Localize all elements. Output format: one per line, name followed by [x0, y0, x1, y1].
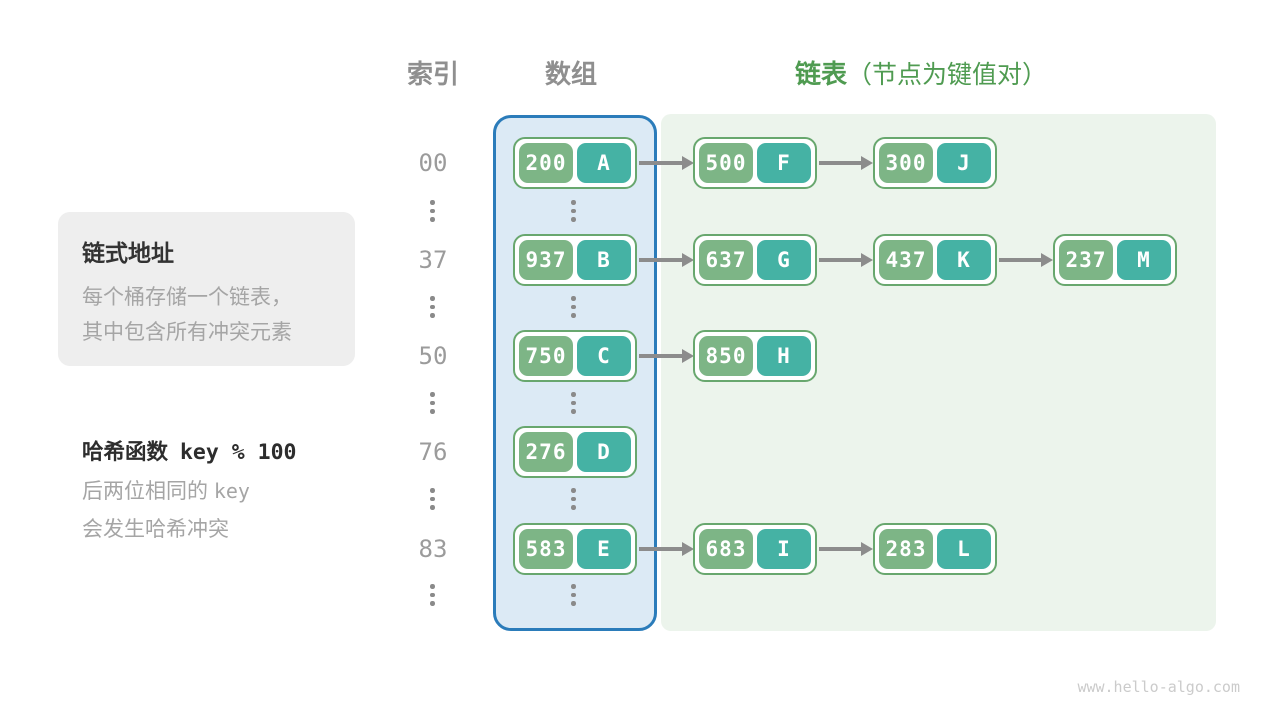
- ellipsis-icon: [571, 488, 576, 510]
- chain-node-300J: 300 J: [873, 137, 997, 189]
- node-key: 850: [699, 336, 753, 376]
- chain-node-637G: 637 G: [693, 234, 817, 286]
- index-label-50: 50: [418, 342, 448, 370]
- node-value: K: [937, 240, 991, 280]
- node-key: 437: [879, 240, 933, 280]
- bucket-node-750C: 750 C: [513, 330, 637, 382]
- arrow-icon: [819, 542, 873, 556]
- node-key: 937: [519, 240, 573, 280]
- hash-note-line-1: 后两位相同的 key: [82, 479, 250, 503]
- chain-node-850H: 850 H: [693, 330, 817, 382]
- ellipsis-icon: [430, 392, 435, 414]
- node-value: I: [757, 529, 811, 569]
- node-key: 583: [519, 529, 573, 569]
- ellipsis-icon: [571, 584, 576, 606]
- bucket-node-276D: 276 D: [513, 426, 637, 478]
- node-key: 300: [879, 143, 933, 183]
- ellipsis-icon: [430, 296, 435, 318]
- node-key: 750: [519, 336, 573, 376]
- bucket-node-937B: 937 B: [513, 234, 637, 286]
- bucket-node-200A: 200 A: [513, 137, 637, 189]
- ellipsis-icon: [430, 200, 435, 222]
- ellipsis-icon: [430, 584, 435, 606]
- arrow-icon: [639, 349, 694, 363]
- list-column-header: 链表（节点为键值对）: [795, 54, 1047, 91]
- index-label-76: 76: [418, 438, 448, 466]
- index-column-header: 索引: [406, 59, 459, 89]
- node-value: M: [1117, 240, 1171, 280]
- chain-node-500F: 500 F: [693, 137, 817, 189]
- node-value: L: [937, 529, 991, 569]
- node-key: 500: [699, 143, 753, 183]
- node-value: G: [757, 240, 811, 280]
- callout-line-2: 其中包含所有冲突元素: [82, 321, 292, 344]
- chain-node-683I: 683 I: [693, 523, 817, 575]
- index-label-37: 37: [418, 246, 448, 274]
- arrow-icon: [819, 156, 873, 170]
- node-value: C: [577, 336, 631, 376]
- hash-function-title: 哈希函数 key % 100: [82, 440, 297, 465]
- node-key: 237: [1059, 240, 1113, 280]
- ellipsis-icon: [571, 296, 576, 318]
- hash-note-line-2: 会发生哈希冲突: [82, 518, 229, 541]
- node-key: 283: [879, 529, 933, 569]
- node-key: 276: [519, 432, 573, 472]
- callout-title: 链式地址: [82, 240, 174, 266]
- node-value: E: [577, 529, 631, 569]
- arrow-icon: [639, 156, 694, 170]
- array-column-header: 数组: [544, 59, 597, 89]
- node-key: 200: [519, 143, 573, 183]
- index-label-83: 83: [418, 535, 448, 563]
- arrow-icon: [999, 253, 1053, 267]
- node-value: H: [757, 336, 811, 376]
- list-header-label: 链表: [795, 59, 848, 89]
- node-key: 683: [699, 529, 753, 569]
- arrow-icon: [639, 253, 694, 267]
- callout-line-1: 每个桶存储一个链表，: [82, 286, 292, 309]
- bucket-node-583E: 583 E: [513, 523, 637, 575]
- callout-body: 每个桶存储一个链表， 其中包含所有冲突元素: [82, 280, 331, 350]
- node-value: J: [937, 143, 991, 183]
- ellipsis-icon: [430, 488, 435, 510]
- list-header-note: （节点为键值对）: [847, 61, 1048, 89]
- chain-node-283L: 283 L: [873, 523, 997, 575]
- chaining-callout: 链式地址 每个桶存储一个链表， 其中包含所有冲突元素: [58, 212, 355, 366]
- node-value: A: [577, 143, 631, 183]
- hash-function-note: 哈希函数 key % 100 后两位相同的 key 会发生哈希冲突: [82, 433, 296, 549]
- index-label-00: 00: [418, 149, 448, 177]
- arrow-icon: [819, 253, 873, 267]
- node-value: F: [757, 143, 811, 183]
- hash-formula: key % 100: [179, 440, 297, 465]
- arrow-icon: [639, 542, 694, 556]
- chain-node-237M: 237 M: [1053, 234, 1177, 286]
- node-value: D: [577, 432, 631, 472]
- node-value: B: [577, 240, 631, 280]
- chain-node-437K: 437 K: [873, 234, 997, 286]
- ellipsis-icon: [571, 200, 576, 222]
- watermark: www.hello-algo.com: [1077, 678, 1240, 696]
- ellipsis-icon: [571, 392, 576, 414]
- node-key: 637: [699, 240, 753, 280]
